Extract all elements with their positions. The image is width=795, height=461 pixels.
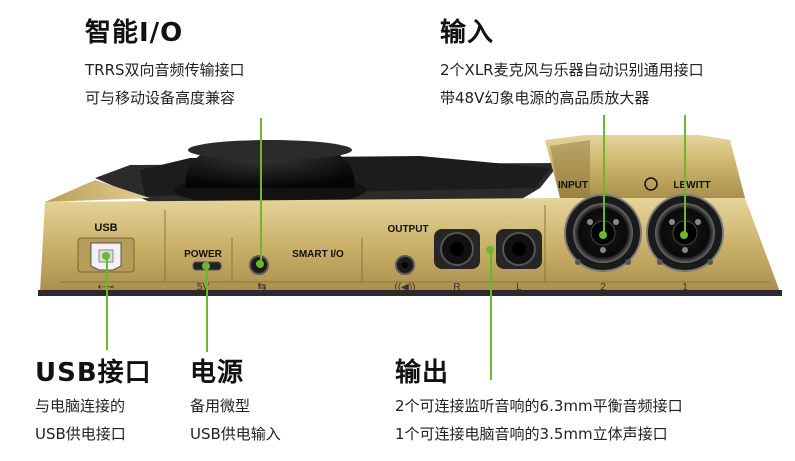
input-desc: 2个XLR麦克风与乐器自动识别通用接口 带48V幻象电源的高品质放大器 (440, 56, 704, 112)
usb-desc: 与电脑连接的 USB供电接口 (35, 392, 126, 448)
usb-leader-line (106, 256, 108, 350)
power-panel-label: POWER (184, 249, 223, 260)
output-jack-r (434, 229, 480, 269)
bidirectional-icon: ⇆ (257, 281, 266, 293)
usb-desc-line2: USB供电接口 (35, 425, 126, 443)
usb-leader-dot (102, 252, 110, 260)
power-title: 电源 (190, 358, 245, 388)
smart-io-desc-line2: 可与移动设备高度兼容 (85, 89, 236, 107)
power-voltage-label: 5V (197, 282, 210, 293)
input-leader-dot-1 (680, 231, 688, 239)
input-panel-label: INPUT (558, 180, 588, 191)
input-1-label: 1 (682, 282, 688, 293)
output-leader-dot (486, 246, 494, 254)
output-desc-line2: 1个可连接电脑音响的3.5mm立体声接口 (395, 425, 668, 443)
power-desc-line1: 备用微型 (190, 397, 251, 415)
usb-panel-label: USB (94, 222, 117, 234)
input-leader-line-2 (603, 115, 605, 235)
output-desc: 2个可连接监听音响的6.3mm平衡音频接口 1个可连接电脑音响的3.5mm立体声… (395, 392, 683, 448)
output-l-label: L (516, 282, 522, 293)
speaker-icon: ((◀)) (394, 282, 415, 293)
usb-title: USB接口 (35, 358, 152, 388)
left-wing (45, 180, 150, 202)
smart-io-desc-line1: TRRS双向音频传输接口 (85, 61, 245, 79)
output-leader-line (490, 250, 492, 380)
brand-logo-mark (644, 177, 658, 191)
smart-io-panel-label: SMART I/O (292, 249, 344, 260)
power-leader-line (206, 266, 208, 352)
power-desc: 备用微型 USB供电输入 (190, 392, 281, 448)
output-panel-label: OUTPUT (387, 224, 428, 235)
output-desc-line1: 2个可连接监听音响的6.3mm平衡音频接口 (395, 397, 683, 415)
smart-io-leader-dot (256, 260, 264, 268)
output-r-label: R (453, 282, 460, 293)
usb-desc-line1: 与电脑连接的 (35, 397, 126, 415)
input-2-label: 2 (600, 282, 606, 293)
smart-io-desc: TRRS双向音频传输接口 可与移动设备高度兼容 (85, 56, 245, 112)
input-desc-line2: 带48V幻象电源的高品质放大器 (440, 89, 650, 107)
brand-logo: LEWITT (673, 180, 710, 191)
input-title: 输入 (440, 18, 495, 48)
power-leader-dot (202, 262, 210, 270)
output-title: 输出 (395, 358, 450, 388)
power-desc-line2: USB供电输入 (190, 425, 281, 443)
right-top-block (545, 135, 745, 198)
input-leader-line-1 (684, 115, 686, 235)
output-jack-l (496, 229, 542, 269)
smart-io-title: 智能I/O (85, 18, 184, 48)
input-desc-line1: 2个XLR麦克风与乐器自动识别通用接口 (440, 61, 704, 79)
input-leader-dot-2 (599, 231, 607, 239)
smart-io-leader-line (260, 118, 262, 264)
